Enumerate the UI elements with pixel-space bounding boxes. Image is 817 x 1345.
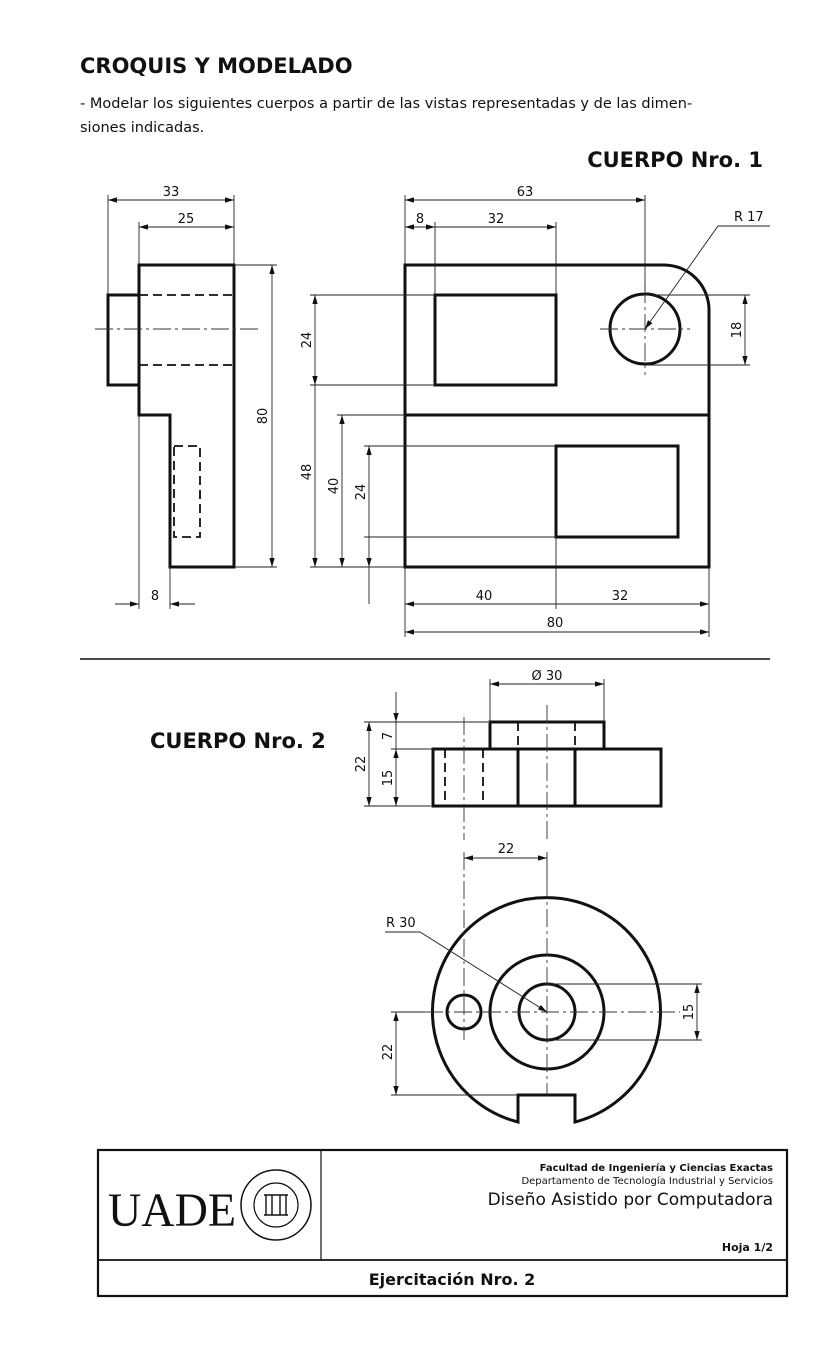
page-title: CROQUIS Y MODELADO (80, 54, 353, 78)
dim-22-front: 22 (354, 756, 369, 773)
dim-33: 33 (163, 185, 180, 200)
exercise-title: Ejercitación Nro. 2 (369, 1270, 536, 1289)
dim-40-vert: 40 (327, 478, 342, 495)
dim-32-bottom: 32 (612, 589, 629, 604)
dim-22-top: 22 (498, 842, 515, 857)
dim-8-front: 8 (416, 212, 424, 227)
dim-32-top: 32 (488, 212, 505, 227)
instruction-line-2: siones indicadas. (80, 120, 204, 136)
dim-r30: R 30 (386, 916, 416, 931)
department-name: Departamento de Tecnología Industrial y … (521, 1175, 773, 1187)
dim-80-side: 80 (256, 408, 271, 425)
faculty-name: Facultad de Ingeniería y Ciencias Exacta… (540, 1162, 773, 1174)
body2-front-view: Ø 30 7 15 22 (354, 669, 663, 840)
dim-15-front: 15 (381, 770, 396, 787)
dim-15-top: 15 (682, 1004, 697, 1021)
body1-label: CUERPO Nro. 1 (587, 148, 763, 172)
body2-label: CUERPO Nro. 2 (150, 729, 326, 753)
dim-40-horiz: 40 (476, 589, 493, 604)
dim-48: 48 (300, 464, 315, 481)
dim-80-front: 80 (547, 616, 564, 631)
dim-24-upper: 24 (300, 332, 315, 349)
dim-22-slot: 22 (381, 1044, 396, 1061)
dim-25: 25 (178, 212, 195, 227)
university-seal-icon (240, 1169, 312, 1241)
dim-63: 63 (517, 185, 534, 200)
title-block: UADE Facultad de Ingeniería y Ciencias E… (96, 1148, 789, 1298)
body1-front-view: 63 8 32 R 17 18 24 48 40 24 40 32 (300, 185, 770, 637)
sheet-number: Hoja 1/2 (722, 1241, 773, 1254)
dim-24-lower: 24 (354, 484, 369, 501)
body1-side-view: 33 25 80 8 (95, 185, 277, 609)
dim-r17: R 17 (734, 210, 764, 225)
dim-18: 18 (730, 322, 745, 339)
dim-diameter-30: Ø 30 (532, 669, 563, 684)
course-name: Diseño Asistido por Computadora (488, 1190, 773, 1210)
instruction-line-1: - Modelar los siguientes cuerpos a parti… (80, 96, 692, 112)
dim-7: 7 (381, 732, 396, 740)
uade-logo: UADE (108, 1184, 236, 1237)
body2-top-view: 22 R 30 15 22 (381, 842, 702, 1124)
dim-8-side: 8 (151, 589, 159, 604)
